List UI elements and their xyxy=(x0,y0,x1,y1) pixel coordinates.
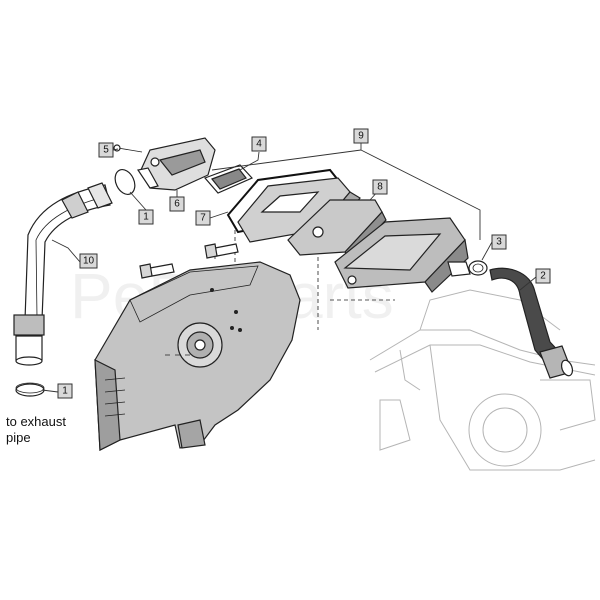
svg-text:1: 1 xyxy=(143,212,149,223)
bolt-upper xyxy=(204,243,239,259)
clamp-part-1-lower xyxy=(15,382,45,397)
svg-text:9: 9 xyxy=(358,131,364,142)
svg-text:10: 10 xyxy=(83,256,95,267)
callout-7: 7 xyxy=(195,210,211,226)
exhaust-pipe-part-10 xyxy=(13,182,113,366)
caption-line-1: to exhaust xyxy=(6,414,66,429)
airbox-lower-section-part-9 xyxy=(334,217,471,293)
svg-text:7: 7 xyxy=(200,213,206,224)
callout-2: 2 xyxy=(535,268,551,284)
screw-part-5 xyxy=(113,144,143,153)
svg-text:4: 4 xyxy=(256,139,262,150)
bolt-lower xyxy=(139,263,175,279)
svg-text:5: 5 xyxy=(103,145,109,156)
callout-5: 5 xyxy=(98,142,114,158)
clamp-part-1-upper xyxy=(114,169,136,195)
callout-4: 4 xyxy=(251,136,267,152)
svg-text:1: 1 xyxy=(62,386,68,397)
intake-hose-part-2 xyxy=(489,267,574,379)
callout-9: 9 xyxy=(353,128,369,144)
svg-text:8: 8 xyxy=(377,182,383,193)
callout-1-upper: 1 xyxy=(138,209,154,225)
engine-frame-outline xyxy=(369,289,596,471)
caption-line-2: pipe xyxy=(6,430,31,445)
svg-text:6: 6 xyxy=(174,199,180,210)
exhaust-caption: to exhaust pipe xyxy=(6,414,116,446)
intake-connector-part-6 xyxy=(137,137,216,191)
clamp-part-3 xyxy=(468,260,488,276)
svg-text:2: 2 xyxy=(540,271,546,282)
callout-3: 3 xyxy=(491,234,507,250)
callout-1-lower: 1 xyxy=(57,383,73,399)
callout-6: 6 xyxy=(169,196,185,212)
filter-element-part-4 xyxy=(203,164,254,194)
callout-8: 8 xyxy=(372,179,388,195)
svg-text:3: 3 xyxy=(496,237,502,248)
filter-frame-part-8 xyxy=(287,199,387,259)
callout-10: 10 xyxy=(79,253,98,269)
transmission-cover xyxy=(94,261,301,451)
